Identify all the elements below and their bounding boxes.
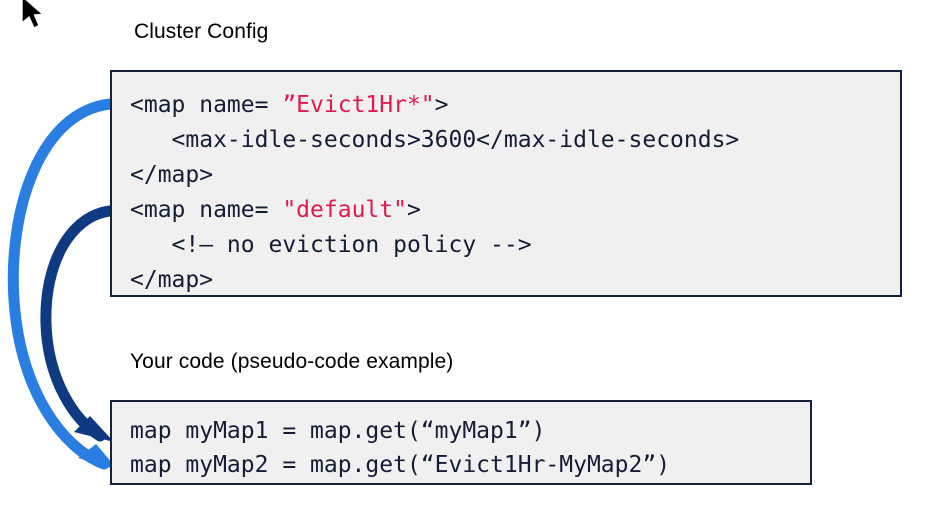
line-map-close-1: </map> — [130, 158, 900, 193]
mouse-pointer-icon — [21, 0, 44, 29]
code-text: map myMap2 = map.get(“Evict1Hr-MyMap2”) — [130, 452, 671, 478]
code-text: map myMap1 = map.get(“myMap1”) — [130, 418, 546, 444]
line-max-idle-seconds: <max-idle-seconds>3600</max-idle-seconds… — [130, 123, 900, 158]
code-text: > — [406, 197, 421, 223]
user-code-box: map myMap1 = map.get(“myMap1”) map myMap2… — [110, 400, 812, 485]
cluster-config-code-box: <map name= ”Evict1Hr*"> <max-idle-second… — [110, 70, 902, 297]
code-text: <map name= — [130, 197, 283, 223]
arrow-evict-to-mymap2 — [7, 98, 118, 470]
code-text: > — [434, 92, 449, 118]
cluster-config-label: Cluster Config — [134, 20, 269, 43]
code-text: </map> — [130, 267, 214, 293]
line-map-open-default: <map name= "default"> — [130, 193, 900, 228]
line-mymap1: map myMap1 = map.get(“myMap1”) — [130, 414, 810, 448]
code-text: <map name= — [130, 92, 283, 118]
code-text: <max-idle-seconds>3600</max-idle-seconds… — [130, 127, 740, 153]
line-map-open-evict: <map name= ”Evict1Hr*"> — [130, 88, 900, 123]
arrow-default-to-mymap1 — [40, 205, 116, 442]
string-literal: "default" — [282, 197, 407, 223]
code-text: <!– no eviction policy --> — [130, 232, 532, 258]
your-code-label: Your code (pseudo-code example) — [130, 350, 454, 373]
line-mymap2: map myMap2 = map.get(“Evict1Hr-MyMap2”) — [130, 448, 810, 482]
string-literal: ”Evict1Hr*" — [282, 92, 435, 118]
line-comment-no-eviction: <!– no eviction policy --> — [130, 228, 900, 263]
code-text: </map> — [130, 162, 214, 188]
line-map-close-2: </map> — [130, 263, 900, 298]
